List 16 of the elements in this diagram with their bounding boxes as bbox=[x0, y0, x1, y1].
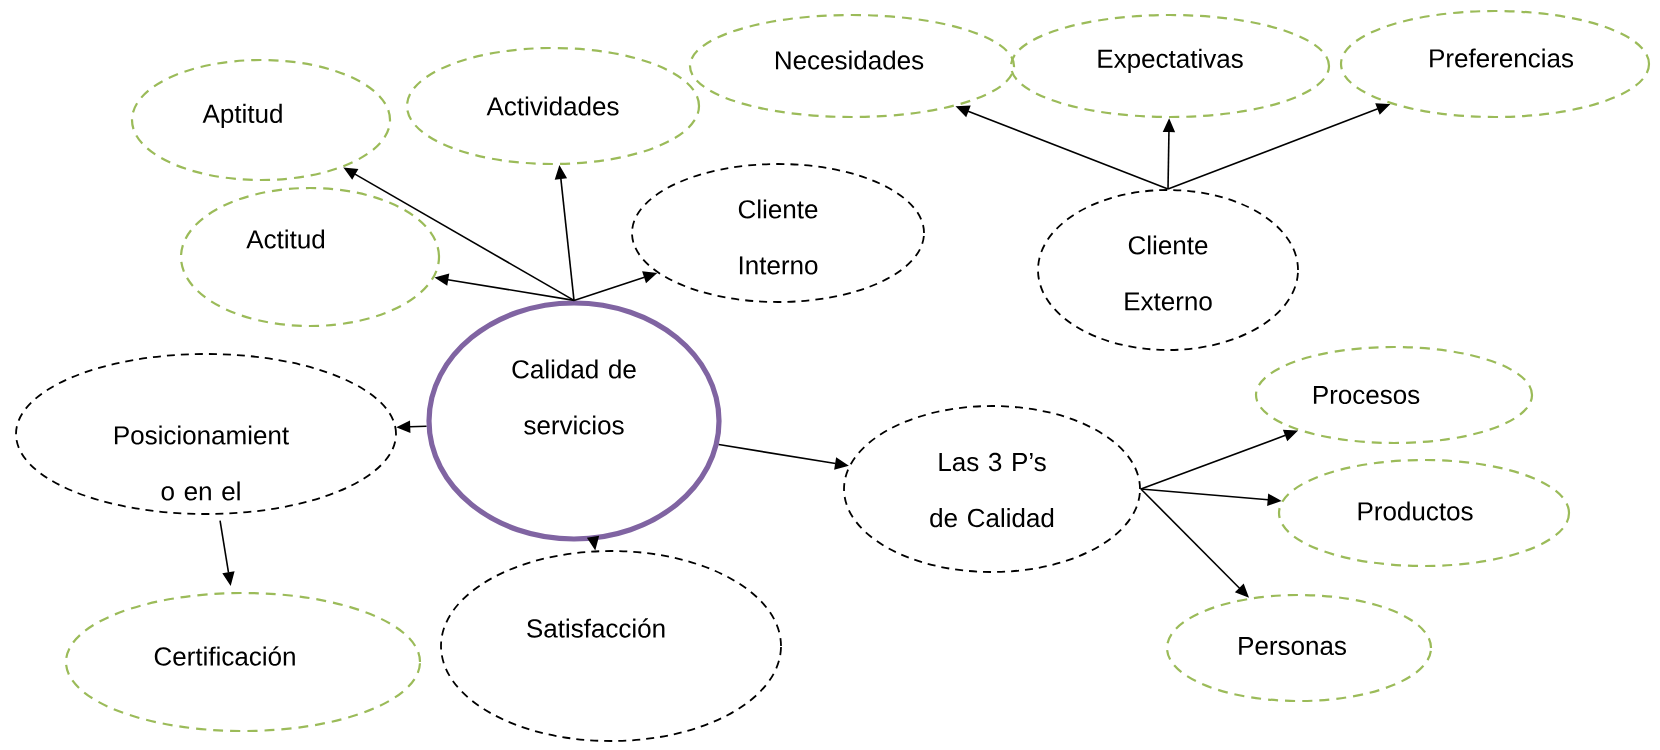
ellipse-node: Actividades bbox=[405, 46, 701, 166]
ellipse-node: Las 3 P’s de Calidad bbox=[843, 405, 1141, 573]
ellipse-node: Necesidades bbox=[688, 13, 1016, 119]
ellipse-node: Calidad de servicios bbox=[426, 300, 722, 542]
ellipse-node: Preferencias bbox=[1339, 9, 1651, 119]
ellipse-node: Aptitud bbox=[130, 58, 392, 182]
ellipse-node: Satisfacción bbox=[440, 550, 782, 742]
ellipse-node: Procesos bbox=[1254, 345, 1534, 445]
ellipse-node: Actitud bbox=[179, 186, 441, 328]
ellipse-node: Posicionamient o en el bbox=[15, 353, 397, 515]
ellipse-node: Productos bbox=[1277, 458, 1571, 568]
ellipse-node: Cliente Interno bbox=[631, 163, 925, 303]
ellipse-node: Expectativas bbox=[1009, 13, 1331, 119]
ellipse-node: Personas bbox=[1165, 593, 1433, 703]
ellipse-node: Certificación bbox=[64, 591, 422, 733]
ellipse-node: Cliente Externo bbox=[1037, 189, 1299, 351]
